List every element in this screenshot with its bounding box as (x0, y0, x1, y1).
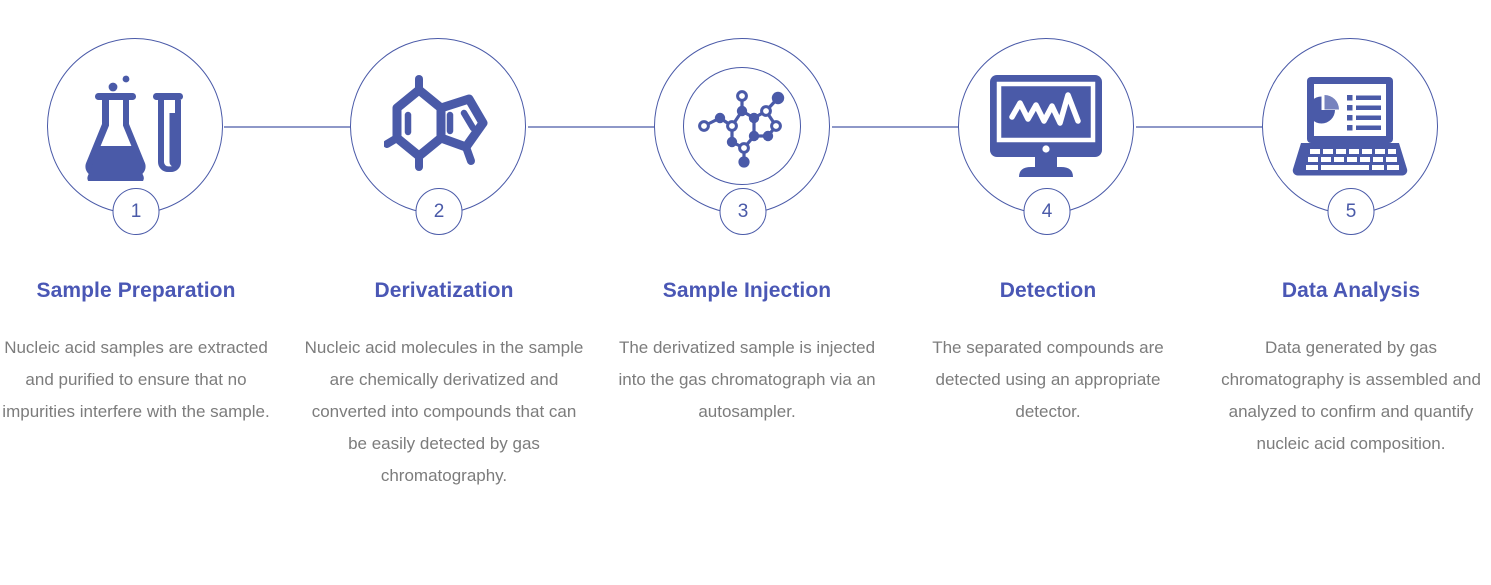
step-badge-1: 1 (112, 188, 160, 235)
step-title-3: Sample Injection (662, 279, 832, 302)
step-badge-5: 5 (1327, 188, 1375, 235)
step-title-5: Data Analysis (1281, 279, 1421, 302)
step-circle-1 (47, 38, 223, 214)
step-node-1[interactable]: 1 (47, 38, 225, 235)
step-node-3[interactable]: 3 (654, 38, 832, 235)
step-circle-3 (654, 38, 830, 214)
step-text-row: Sample Preparation Nucleic acid samples … (0, 278, 1491, 578)
step-title-4: Detection (999, 279, 1097, 302)
step-node-2[interactable]: 2 (350, 38, 528, 235)
step-description-3: The derivatized sample is injected into … (618, 338, 876, 421)
molecule-ball-stick-icon (654, 38, 830, 214)
step-badge-3: 3 (719, 188, 767, 235)
step-text-column-5: Data Analysis Data generated by gas chro… (1201, 278, 1491, 460)
step-text-column-3: Sample Injection The derivatized sample … (597, 278, 897, 428)
step-circles-row: 1 (0, 0, 1491, 245)
step-description-5: Data generated by gas chromatography is … (1221, 338, 1481, 453)
molecule-rings-icon (350, 38, 526, 214)
step-node-4[interactable]: 4 (958, 38, 1136, 235)
step-text-column-1: Sample Preparation Nucleic acid samples … (0, 278, 286, 428)
step-node-5[interactable]: 5 (1262, 38, 1440, 235)
step-text-column-4: Detection The separated compounds are de… (898, 278, 1198, 428)
step-badge-2: 2 (415, 188, 463, 235)
laptop-chart-icon (1262, 38, 1438, 214)
step-description-2: Nucleic acid molecules in the sample are… (304, 338, 584, 485)
step-description-1: Nucleic acid samples are extracted and p… (2, 338, 270, 421)
flask-and-test-tube-icon (47, 38, 223, 214)
monitor-chromatogram-icon (958, 38, 1134, 214)
step-title-1: Sample Preparation (36, 279, 236, 302)
step-title-2: Derivatization (374, 279, 514, 302)
step-text-column-2: Derivatization Nucleic acid molecules in… (294, 278, 594, 492)
step-description-4: The separated compounds are detected usi… (932, 338, 1164, 421)
step-badge-4: 4 (1023, 188, 1071, 235)
